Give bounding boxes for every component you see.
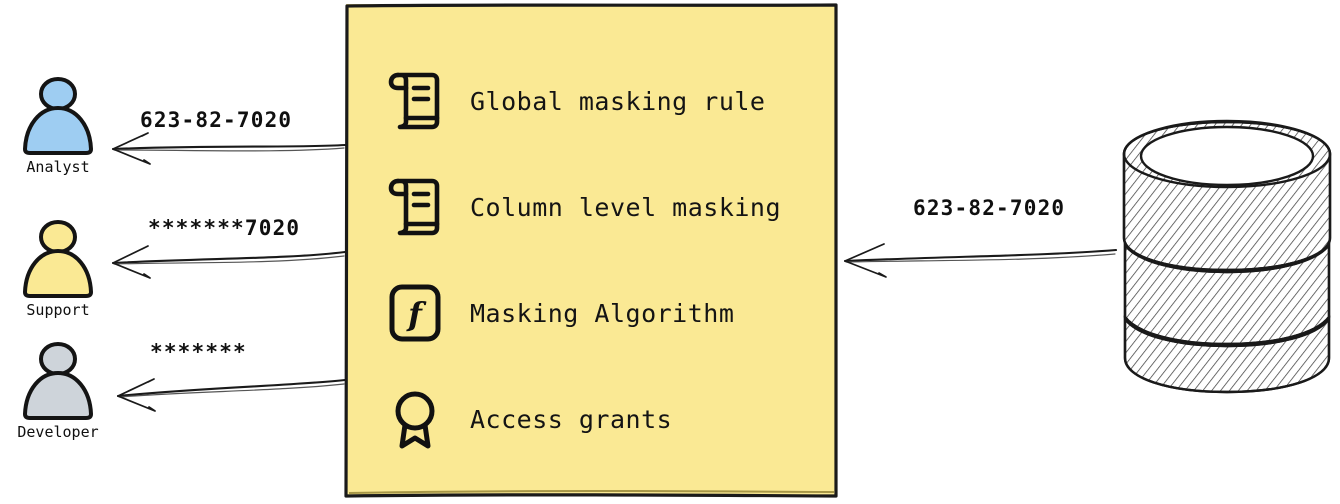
policy-item-label: Global masking rule xyxy=(470,86,766,116)
policy-item[interactable]: Access grants xyxy=(386,366,836,472)
scroll-document-icon xyxy=(388,178,440,236)
flow-label-analyst: 623-82-7020 xyxy=(140,108,293,132)
actor-label-analyst: Analyst xyxy=(26,158,90,176)
arrow-db-to-card xyxy=(843,243,1118,278)
actor-analyst[interactable]: Analyst xyxy=(0,72,118,176)
database-cylinder-icon[interactable] xyxy=(1118,112,1336,400)
db-segment-top xyxy=(1122,119,1332,272)
flow-label-support: *******7020 xyxy=(148,216,301,240)
policy-item-label: Access grants xyxy=(470,404,673,434)
actor-support[interactable]: Support xyxy=(0,215,118,319)
arrow-to-support xyxy=(111,245,347,279)
policy-item[interactable]: Column level masking xyxy=(386,154,836,260)
policy-item-label: Column level masking xyxy=(470,192,782,222)
actor-label-developer: Developer xyxy=(17,423,99,441)
person-icon xyxy=(23,220,93,298)
policy-item[interactable]: f Masking Algorithm xyxy=(386,260,836,366)
scroll-document-icon xyxy=(388,72,440,130)
arrow-to-analyst xyxy=(111,132,347,165)
award-ribbon-icon xyxy=(395,391,435,449)
actor-label-support: Support xyxy=(26,301,90,319)
flow-label-developer: ******* xyxy=(150,340,247,364)
person-icon xyxy=(23,342,93,420)
actor-developer[interactable]: Developer xyxy=(0,337,118,441)
policy-item-list: Global masking rule Column level masking… xyxy=(346,4,836,496)
function-box-icon: f xyxy=(389,284,441,342)
policy-item-label: Masking Algorithm xyxy=(470,298,735,328)
person-icon xyxy=(23,77,93,155)
arrow-to-developer xyxy=(116,378,347,412)
policy-item[interactable]: Global masking rule xyxy=(386,48,836,154)
svg-text:f: f xyxy=(406,295,427,333)
flow-label-database: 623-82-7020 xyxy=(913,196,1066,220)
